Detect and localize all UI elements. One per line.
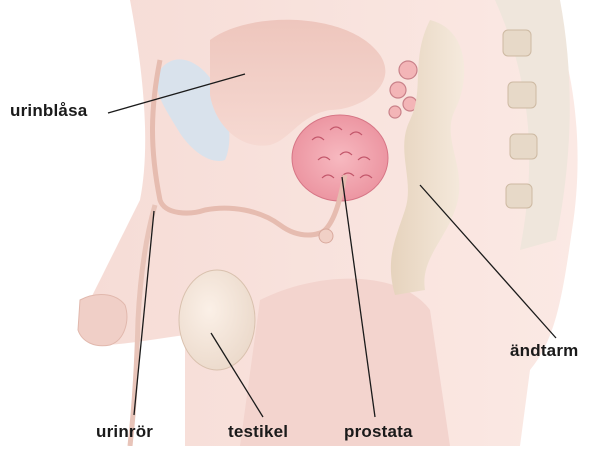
label-urinror: urinrör	[96, 422, 153, 442]
penis-shape	[78, 295, 127, 346]
testicle-shape	[179, 270, 255, 370]
thigh-shape	[240, 279, 450, 446]
label-prostata: prostata	[344, 422, 413, 442]
gland-dot	[319, 229, 333, 243]
label-andtarm: ändtarm	[510, 341, 578, 361]
label-urinblasa: urinblåsa	[10, 101, 87, 121]
label-testikel: testikel	[228, 422, 288, 442]
